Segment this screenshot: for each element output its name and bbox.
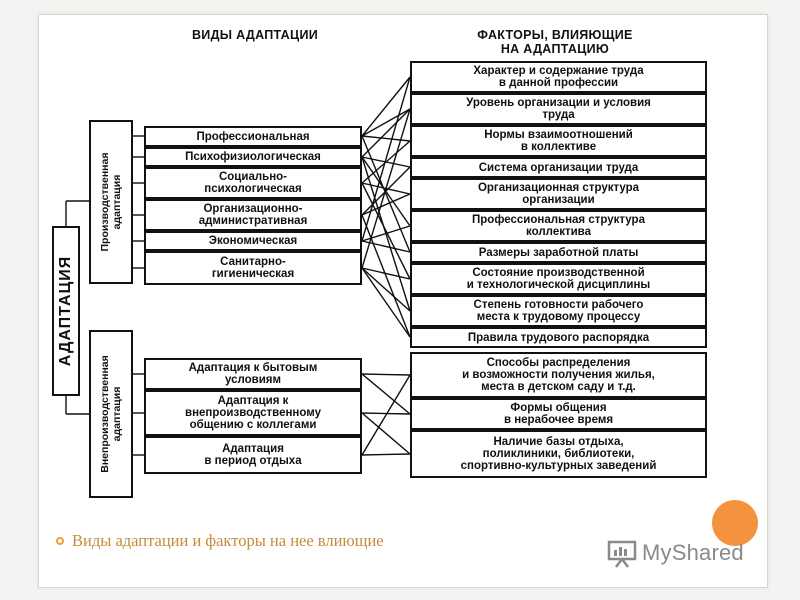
factor-workplace-readiness: Степень готовности рабочего места к труд… (410, 295, 707, 327)
type-label: Адаптация к бытовым условиям (188, 362, 318, 386)
type-factor-connector (361, 214, 411, 338)
type-factor-connector (361, 267, 411, 280)
type-factor-connector (361, 76, 411, 137)
type-factor-connector (361, 374, 411, 456)
factor-housing-distribution: Способы распределения и возможности полу… (410, 352, 707, 398)
type-factor-connector (361, 108, 411, 137)
type-factor-connector (361, 135, 411, 142)
type-factor-connector (361, 412, 411, 415)
type-professional: Профессиональная (144, 126, 362, 147)
type-label: Адаптация в период отдыха (204, 443, 302, 467)
type-factor-connector (361, 166, 411, 216)
factor-label: Характер и содержание труда в данной про… (473, 65, 644, 89)
root-adaptation-label: АДАПТАЦИЯ (57, 255, 74, 367)
type-label: Социально- психологическая (204, 171, 302, 195)
type-label: Санитарно- гигиеническая (211, 256, 295, 280)
type-factor-connector (361, 76, 411, 242)
factor-label: Состояние производственной и технологиче… (466, 267, 651, 291)
factor-work-rules: Правила трудового распорядка (410, 327, 707, 348)
type-factor-connector (361, 140, 411, 184)
type-rest-period: Адаптация в период отдыха (144, 436, 362, 474)
factor-label: Организационная структура организации (477, 182, 640, 206)
factor-label: Уровень организации и условия труда (466, 97, 651, 121)
factor-label: Наличие базы отдыха, поликлиники, библио… (460, 436, 657, 472)
type-label: Профессиональная (196, 130, 310, 143)
factor-label: Формы общения в нерабочее время (503, 402, 614, 426)
factor-professional-structure: Профессиональная структура коллектива (410, 210, 707, 242)
factor-recreation-facilities: Наличие базы отдыха, поликлиники, библио… (410, 430, 707, 478)
type-factor-connector (361, 453, 411, 456)
type-organizational-administrative: Организационно- административная (144, 199, 362, 231)
factor-work-organization-level: Уровень организации и условия труда (410, 93, 707, 125)
root-adaptation-box: АДАПТАЦИЯ (52, 226, 80, 396)
type-factor-connector (361, 373, 411, 376)
type-label: Организационно- административная (198, 203, 308, 227)
group-production-box: Производственная адаптация (89, 120, 133, 284)
type-economic: Экономическая (144, 231, 362, 251)
type-factor-connector (361, 267, 411, 338)
type-factor-connector (361, 135, 411, 253)
group-production-label: Производственная адаптация (99, 152, 123, 252)
factor-work-character: Характер и содержание труда в данной про… (410, 61, 707, 93)
factor-leisure-communication: Формы общения в нерабочее время (410, 398, 707, 430)
type-factor-connector (361, 267, 411, 312)
type-sanitary-hygienic: Санитарно- гигиеническая (144, 251, 362, 285)
type-factor-connector (361, 225, 411, 242)
type-label: Экономическая (208, 235, 298, 247)
type-factor-connector (361, 108, 411, 269)
factor-label: Профессиональная структура коллектива (472, 214, 645, 238)
slide-caption: Виды адаптации и факторы на нее влиющие (72, 531, 384, 550)
factor-label: Система организации труда (478, 161, 639, 174)
myshared-logo: MyShared (606, 536, 744, 570)
type-sociopsychological: Социально- психологическая (144, 167, 362, 199)
factor-label: Нормы взаимоотношений в коллективе (484, 129, 633, 153)
factor-discipline-state: Состояние производственной и технологиче… (410, 263, 707, 295)
group-nonproduction-box: Внепроизводственная адаптация (89, 330, 133, 498)
header-types: ВИДЫ АДАПТАЦИИ (191, 28, 319, 42)
presentation-board-icon (607, 540, 637, 568)
type-label: Психофизиологическая (185, 151, 321, 163)
factor-label: Способы распределения и возможности полу… (462, 357, 655, 393)
type-factor-connector (361, 412, 411, 455)
factor-salary-size: Размеры заработной платы (410, 242, 707, 263)
type-colleague-communication: Адаптация к внепроизводственному общению… (144, 390, 362, 436)
caption-bullet-icon (56, 537, 64, 545)
type-household: Адаптация к бытовым условиям (144, 358, 362, 390)
factor-label: Размеры заработной платы (478, 246, 639, 259)
type-label: Адаптация к внепроизводственному общению… (185, 395, 321, 431)
header-factors: ФАКТОРЫ, ВЛИЯЮЩИЕ НА АДАПТАЦИЮ (477, 28, 633, 56)
group-nonproduction-label: Внепроизводственная адаптация (99, 355, 123, 473)
type-factor-connector (361, 182, 411, 280)
accent-circle (712, 500, 758, 546)
factor-label: Степень готовности рабочего места к труд… (473, 299, 644, 323)
factor-relationship-norms: Нормы взаимоотношений в коллективе (410, 125, 707, 157)
type-factor-connector (361, 373, 411, 415)
type-psychophysiological: Психофизиологическая (144, 147, 362, 167)
type-factor-connector (361, 108, 411, 158)
factor-organizational-structure: Организационная структура организации (410, 178, 707, 210)
factor-work-organization-system: Система организации труда (410, 157, 707, 178)
factor-label: Правила трудового распорядка (467, 331, 650, 344)
logo-text: MyShared (642, 540, 744, 565)
